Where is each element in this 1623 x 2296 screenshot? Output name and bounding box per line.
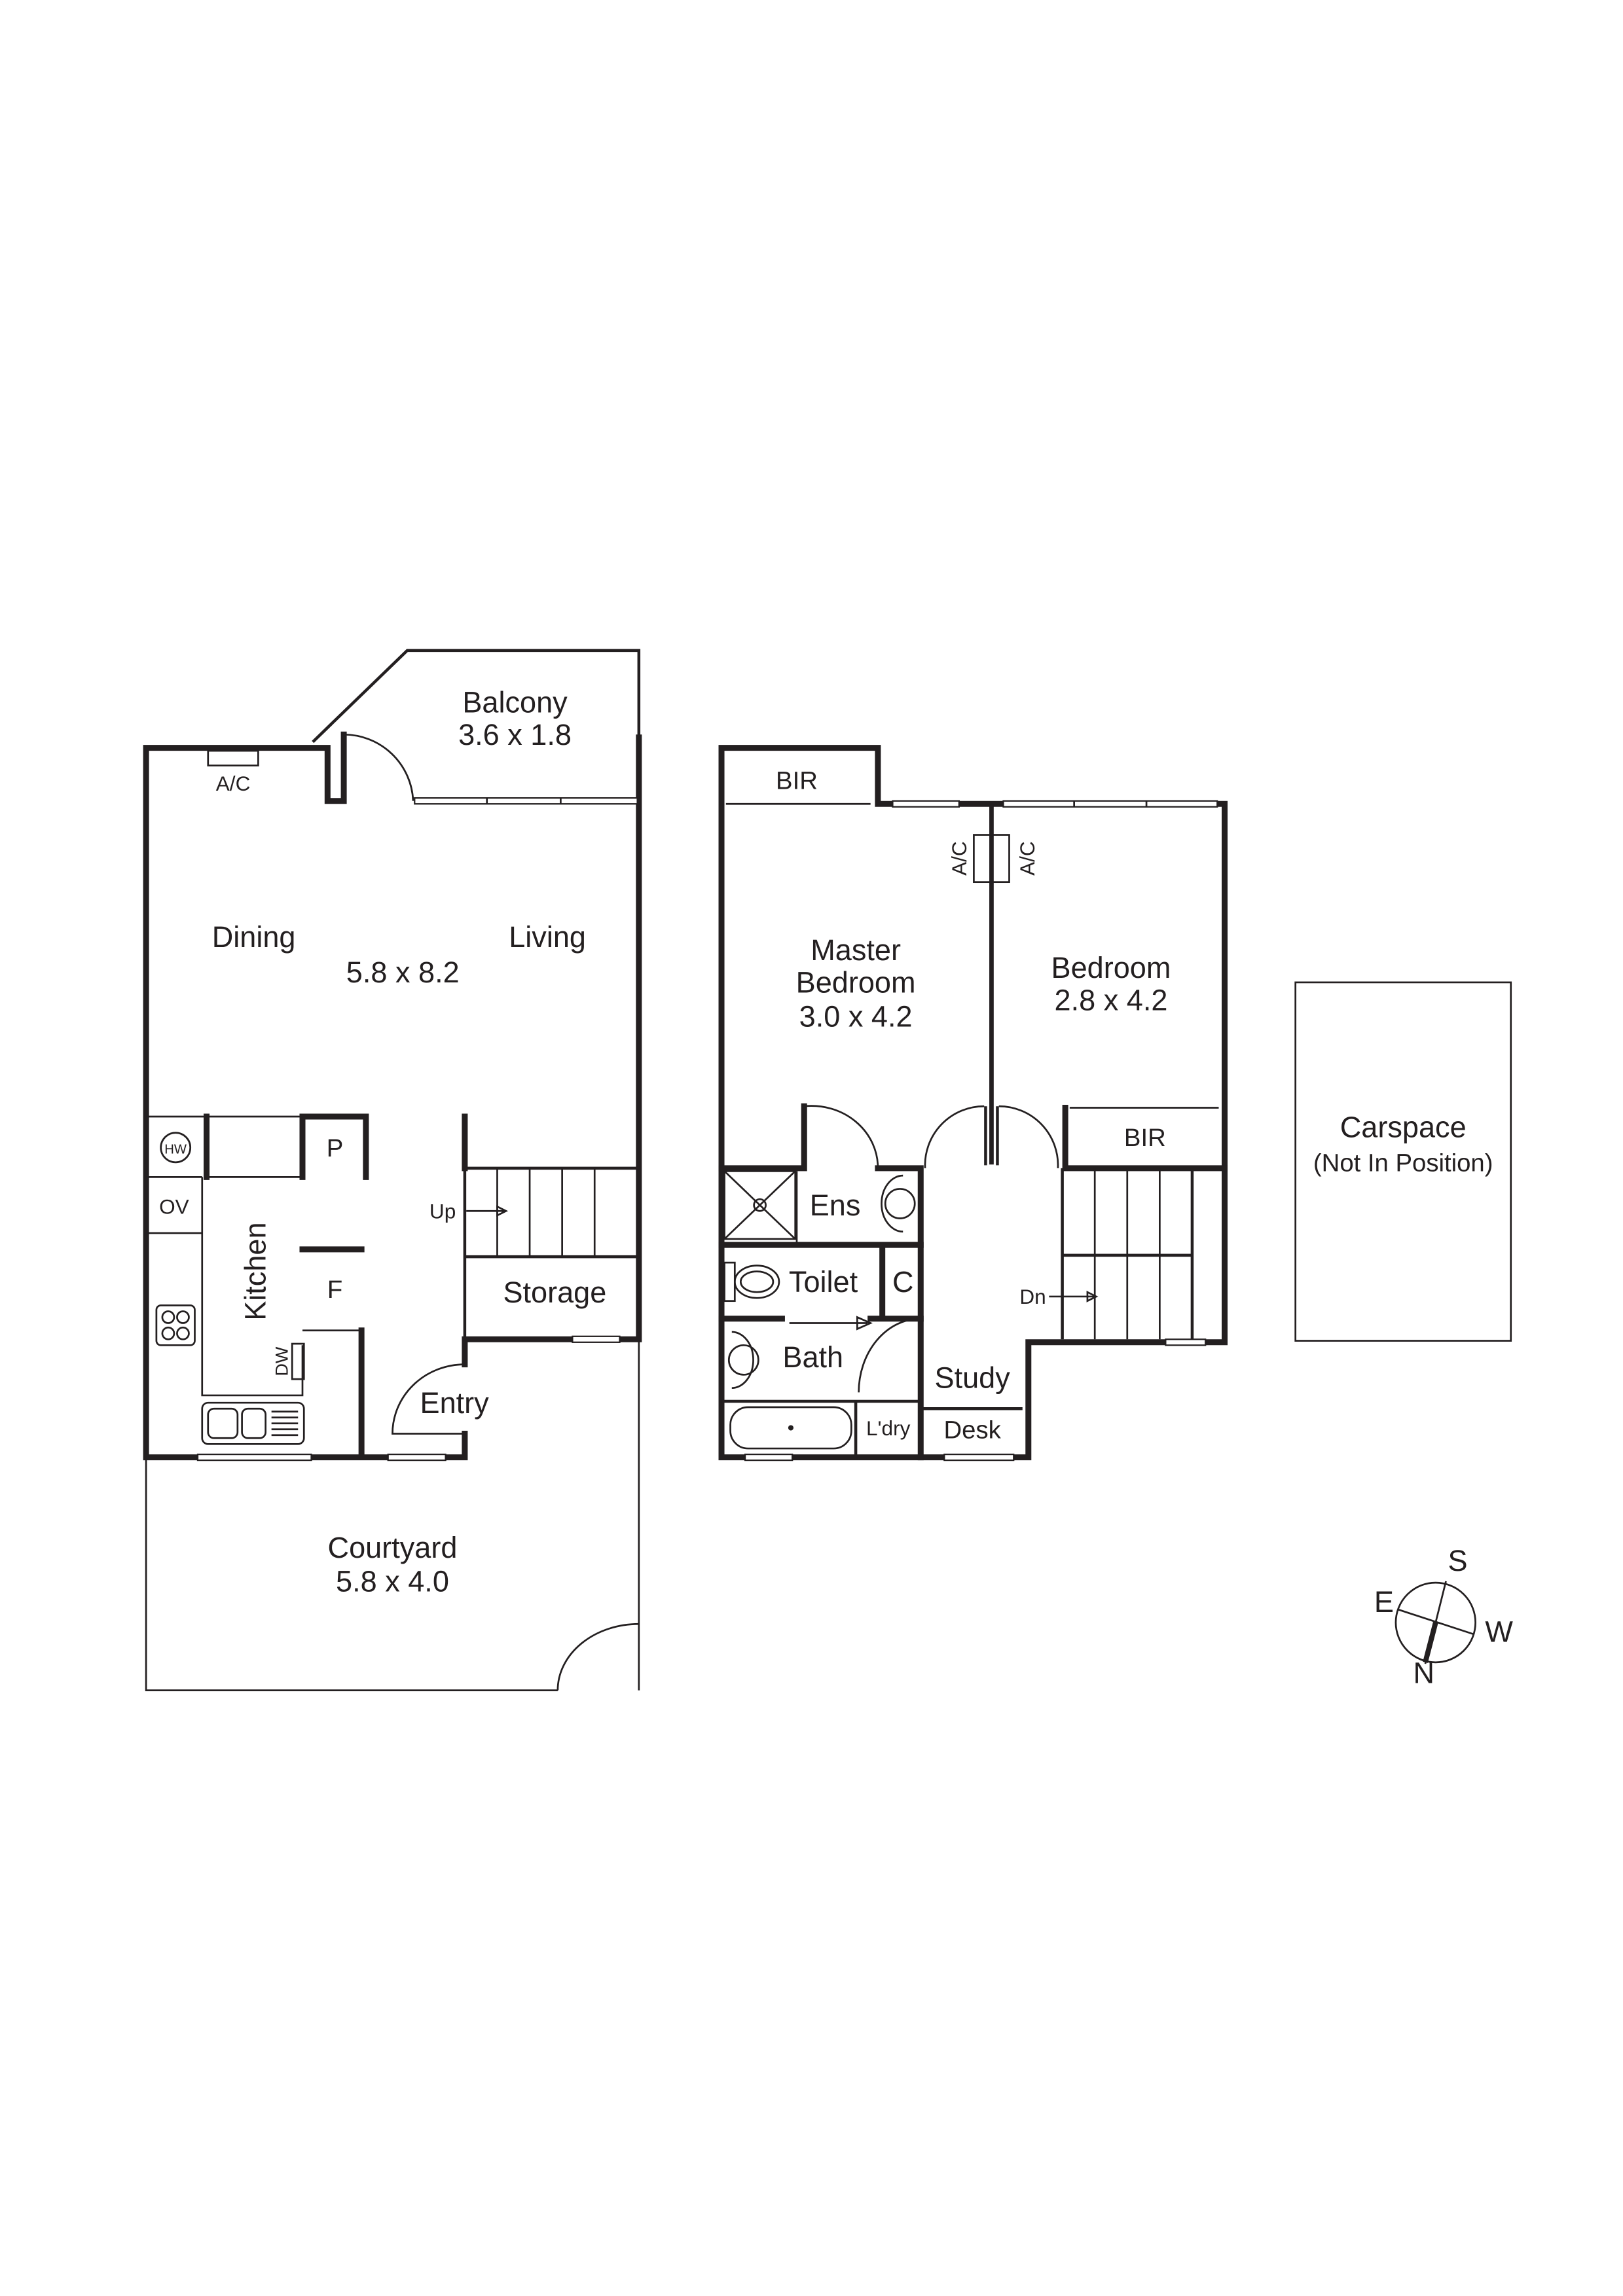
storage-label: Storage xyxy=(503,1276,606,1309)
ac-unit xyxy=(207,749,259,766)
storage-window xyxy=(572,1335,621,1343)
stairs-up-label: Up xyxy=(429,1199,456,1223)
toilet-label: Toilet xyxy=(789,1265,858,1299)
shower-icon xyxy=(723,1170,797,1240)
study-window xyxy=(943,1453,1015,1462)
kitchen-wall xyxy=(204,1113,369,1180)
cooktop-icon xyxy=(155,1304,196,1346)
courtyard-outline xyxy=(145,1339,640,1692)
master-bir-label: BIR xyxy=(776,767,818,795)
stairs-down-label: Dn xyxy=(1019,1285,1046,1308)
partition-end xyxy=(984,1106,999,1166)
bathtub-icon xyxy=(729,1406,852,1450)
master-window xyxy=(892,800,960,808)
kitchen-label: Kitchen xyxy=(239,1222,272,1320)
living-label: Living xyxy=(509,920,586,954)
toilet-icon xyxy=(723,1261,780,1302)
bath-laundry-wall xyxy=(721,1399,1023,1458)
pantry-label: P xyxy=(327,1134,344,1162)
upper-floor: BIR A/C A/C Master Bedroom 3.0 x 4.2 Bed… xyxy=(718,745,1228,1462)
compass-n: N xyxy=(1413,1656,1434,1689)
bedroom-bir-label: BIR xyxy=(1124,1124,1166,1152)
kitchen-window xyxy=(196,1453,312,1462)
master-door xyxy=(924,1105,985,1168)
ac-right-label: A/C xyxy=(1015,841,1039,876)
compass-e: E xyxy=(1374,1585,1394,1619)
laundry-label: L'dry xyxy=(866,1416,911,1440)
master-label-1: Master xyxy=(811,933,901,967)
hot-water-icon xyxy=(160,1132,192,1164)
entry-window xyxy=(387,1453,447,1462)
stair-treads-upper xyxy=(1093,1168,1161,1340)
bedroom-bir-wall xyxy=(1062,1104,1228,1172)
ground-floor-walls xyxy=(143,731,642,1461)
carspace-name: Carspace xyxy=(1340,1111,1467,1144)
ac-left-label: A/C xyxy=(947,841,971,876)
bath-basin-icon xyxy=(727,1331,759,1390)
compass-icon: S E W N xyxy=(1374,1544,1514,1689)
stair-window xyxy=(1165,1338,1207,1346)
master-label-2: Bedroom xyxy=(796,966,916,999)
living-size: 5.8 x 8.2 xyxy=(346,956,460,989)
kitchen-bench xyxy=(146,1115,362,1397)
bedroom-window xyxy=(1002,800,1218,808)
carspace-note: (Not In Position) xyxy=(1313,1149,1493,1177)
bedroom-door xyxy=(998,1105,1059,1168)
stair-treads xyxy=(496,1168,596,1257)
cupboard-label: C xyxy=(892,1265,914,1299)
ensuite-label: Ens xyxy=(810,1189,861,1222)
master-size: 3.0 x 4.2 xyxy=(799,1000,913,1033)
stairs xyxy=(463,1166,638,1340)
down-arrow-icon xyxy=(1049,1290,1099,1302)
balcony-door xyxy=(344,733,414,801)
dishwasher xyxy=(291,1342,305,1380)
dining-label: Dining xyxy=(212,920,296,954)
bath-label: Bath xyxy=(782,1340,843,1374)
courtyard-size: 5.8 x 4.0 xyxy=(336,1565,449,1598)
entry-label: Entry xyxy=(420,1386,490,1420)
ac-unit-upper xyxy=(973,834,1010,884)
oven-label: OV xyxy=(159,1195,189,1219)
courtyard-name: Courtyard xyxy=(328,1531,458,1564)
basin-icon xyxy=(881,1174,916,1233)
study-label: Study xyxy=(935,1361,1011,1395)
bathtub-drain-icon xyxy=(788,1425,794,1431)
ground-floor: A/C HW P OV Kitchen F DW Up Storage xyxy=(143,649,642,1692)
carspace: Carspace (Not In Position) xyxy=(1294,981,1512,1342)
fridge-label: F xyxy=(327,1276,342,1304)
balcony-name: Balcony xyxy=(462,686,568,719)
desk-label: Desk xyxy=(944,1416,1002,1444)
compass-s: S xyxy=(1448,1544,1468,1577)
balcony-window xyxy=(414,797,638,805)
bedroom-size: 2.8 x 4.2 xyxy=(1055,984,1168,1017)
balcony-outline xyxy=(312,649,641,744)
dishwasher-label: DW xyxy=(272,1346,291,1376)
ensuite-door xyxy=(804,1105,879,1168)
bath-door xyxy=(858,1318,921,1393)
compass-w: W xyxy=(1485,1615,1513,1648)
carspace-outline xyxy=(1294,981,1512,1342)
bath-window xyxy=(744,1453,793,1462)
up-arrow-icon xyxy=(466,1205,509,1217)
bedroom-name: Bedroom xyxy=(1051,951,1171,984)
sink-icon xyxy=(201,1401,305,1445)
upper-floor-walls xyxy=(718,745,1228,1461)
balcony-size: 3.6 x 1.8 xyxy=(458,718,572,751)
hw-label: HW xyxy=(164,1142,187,1157)
toilet-door-arrow-icon xyxy=(789,1316,873,1331)
courtyard-gate xyxy=(556,1623,639,1691)
toilet-wall xyxy=(718,1242,924,1322)
entry-door xyxy=(392,1363,465,1435)
ac-label: A/C xyxy=(216,772,251,795)
ensuite-wall xyxy=(718,1103,924,1461)
